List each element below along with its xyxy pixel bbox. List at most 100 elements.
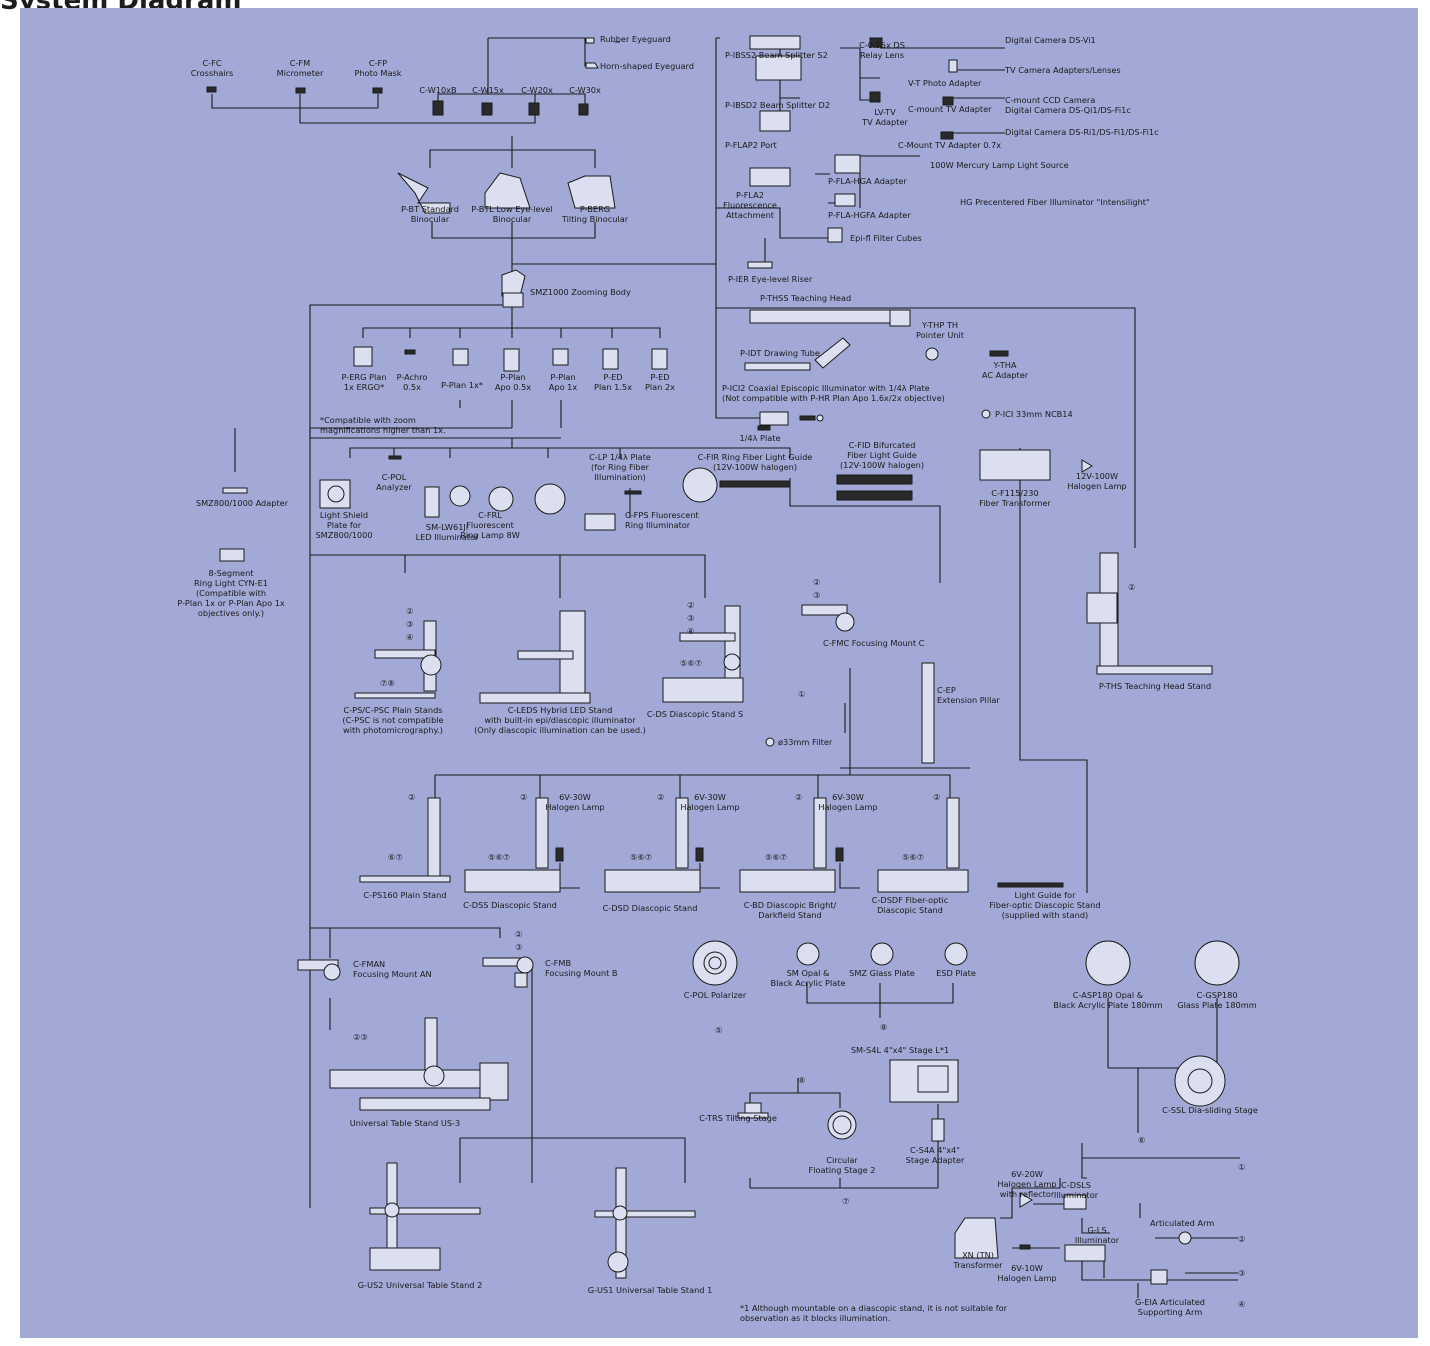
label-cf115: C-F115/230Fiber Transformer [979, 488, 1051, 508]
label-cgsp: C-GSP180Glass Plate 180mm [1177, 990, 1256, 1010]
marker-m2: ② [406, 606, 413, 616]
label-artarm: Articulated Arm [1150, 1218, 1214, 1228]
smz-adapter-icon [223, 488, 247, 493]
marker-m8: ⑧ [798, 1075, 805, 1085]
filter-33-icon [766, 738, 774, 746]
marker-m2: ② [813, 577, 820, 587]
micrometer-reticle-icon [296, 88, 305, 93]
label-pflahgfa: P-FLA-HGFA Adapter [828, 210, 911, 220]
marker-m3: ③ [515, 942, 522, 952]
label-cmount-tv: C-mount TV Adapter [908, 104, 992, 114]
photomask-reticle-icon [373, 88, 382, 93]
coaxial-illuminator-icon [760, 412, 788, 425]
label-pibss2: P-IBSS2 Beam Splitter S2 [725, 50, 828, 60]
fluorescence-icons [750, 155, 860, 242]
label-cfid: C-FID BifurcatedFiber Light Guide(12V-10… [840, 440, 924, 470]
universal-stand-gus1-icon [595, 1168, 695, 1278]
label-cdsls: C-DSLSIlluminator [1054, 1180, 1099, 1200]
label-cs4a: C-S4A 4"x4"Stage Adapter [906, 1145, 965, 1165]
label-cfman: C-FMANFocusing Mount AN [353, 959, 432, 979]
esd-plate-icon [945, 943, 967, 965]
floating-stage-icon [828, 1111, 856, 1139]
label-w15: C-W15x [472, 85, 504, 95]
label-rubber-eyeguard: Rubber Eyeguard [600, 34, 671, 44]
label-ds-vi1: Digital Camera DS-Vi1 [1005, 35, 1096, 45]
fiber-transformer-icon [980, 450, 1050, 480]
label-epifl: Epi-fl Filter Cubes [850, 233, 922, 243]
label-light-guide: Light Guide forFiber-optic Diascopic Sta… [989, 890, 1100, 920]
ring-light-icon [220, 549, 244, 561]
device-icons [207, 36, 1239, 1284]
stage-adapter-icon [932, 1119, 944, 1141]
horn-eyeguard-icon [586, 63, 598, 68]
label-w10: C-W10xB [419, 85, 457, 95]
label-cps: C-PS/C-PSC Plain Stands(C-PSC is not com… [342, 705, 443, 735]
label-pths-stand: P-THS Teaching Head Stand [1099, 681, 1211, 691]
label-cmount07: C-Mount TV Adapter 0.7x [898, 140, 1001, 150]
marker-m67: ⑥⑦ [388, 852, 403, 862]
label-smopal: SM Opal &Black Acrylic Plate [770, 968, 845, 988]
ac-adapter-icon [990, 351, 1008, 356]
zoom-body-icon [502, 270, 525, 307]
focusing-mount-b-icon [483, 957, 533, 987]
focusing-mount-an-icon [298, 960, 340, 980]
extension-pillar-icon [922, 663, 934, 763]
stage-l-icon [890, 1060, 958, 1102]
label-gus1: G-US1 Universal Table Stand 1 [588, 1285, 713, 1295]
marker-m2: ② [687, 600, 694, 610]
marker-m2: ② [1128, 582, 1135, 592]
label-perg: P-ERG Plan1x ERGO* [342, 372, 387, 392]
label-circular: CircularFloating Stage 2 [809, 1155, 876, 1175]
marker-m2: ② [933, 792, 940, 802]
label-cfir: C-FIR Ring Fiber Light Guide(12V-100W ha… [698, 452, 813, 472]
label-intensilight: HG Precentered Fiber Illuminator "Intens… [960, 197, 1150, 207]
label-pidt: P-IDT Drawing Tube [740, 348, 820, 358]
marker-m2: ② [520, 792, 527, 802]
marker-m5: ⑤ [715, 1025, 722, 1035]
label-papo1: P-PlanApo 1x [549, 372, 578, 392]
glass-plate-180-icon [1195, 941, 1239, 985]
diascopic-stands-icons [360, 798, 1063, 892]
label-esd: ESD Plate [936, 968, 976, 978]
label-ctrs: C-TRS Tilting Stage [699, 1113, 777, 1123]
rubber-eyeguard-icon [586, 38, 594, 43]
supporting-arm-icon [1151, 1270, 1167, 1284]
marker-m1: ① [1238, 1162, 1245, 1172]
label-cpol-pz: C-POL Polarizer [684, 990, 747, 1000]
eye-level-riser-icon [748, 262, 772, 268]
label-tv-cam: TV Camera Adapters/Lenses [1004, 65, 1121, 75]
label-zoom-body: SMZ1000 Zooming Body [530, 287, 631, 297]
opal-plate-icon [797, 943, 819, 965]
teaching-head-icon [750, 310, 895, 323]
opal-plate-180-icon [1086, 941, 1130, 985]
label-horn-eyeguard: Horn-shaped Eyeguard [600, 61, 694, 71]
diascopic-stand-s-icon [663, 606, 743, 702]
label-footnote: *1 Although mountable on a diascopic sta… [740, 1303, 1008, 1323]
eyepiece-icons [433, 101, 588, 115]
label-pier: P-IER Eye-level Riser [728, 274, 813, 284]
marker-m2: ② [657, 792, 664, 802]
marker-m4: ④ [406, 632, 413, 642]
universal-stand-gus2-icon [370, 1163, 480, 1270]
label-ring8: 8-SegmentRing Light CYN-E1(Compatible wi… [177, 568, 285, 618]
marker-m2: ② [515, 929, 522, 939]
marker-m3: ③ [406, 619, 413, 629]
polarizer-icon [693, 941, 737, 985]
label-cdss: C-DSS Diascopic Stand [463, 900, 557, 910]
label-clp: C-LP 1/4λ Plate(for Ring FiberIlluminati… [589, 452, 651, 482]
label-cfp: C-FPPhoto Mask [354, 58, 401, 78]
marker-m6: ⑥ [1138, 1135, 1145, 1145]
label-pthss: P-THSS Teaching Head [760, 293, 851, 303]
marker-m4: ④ [687, 626, 694, 636]
